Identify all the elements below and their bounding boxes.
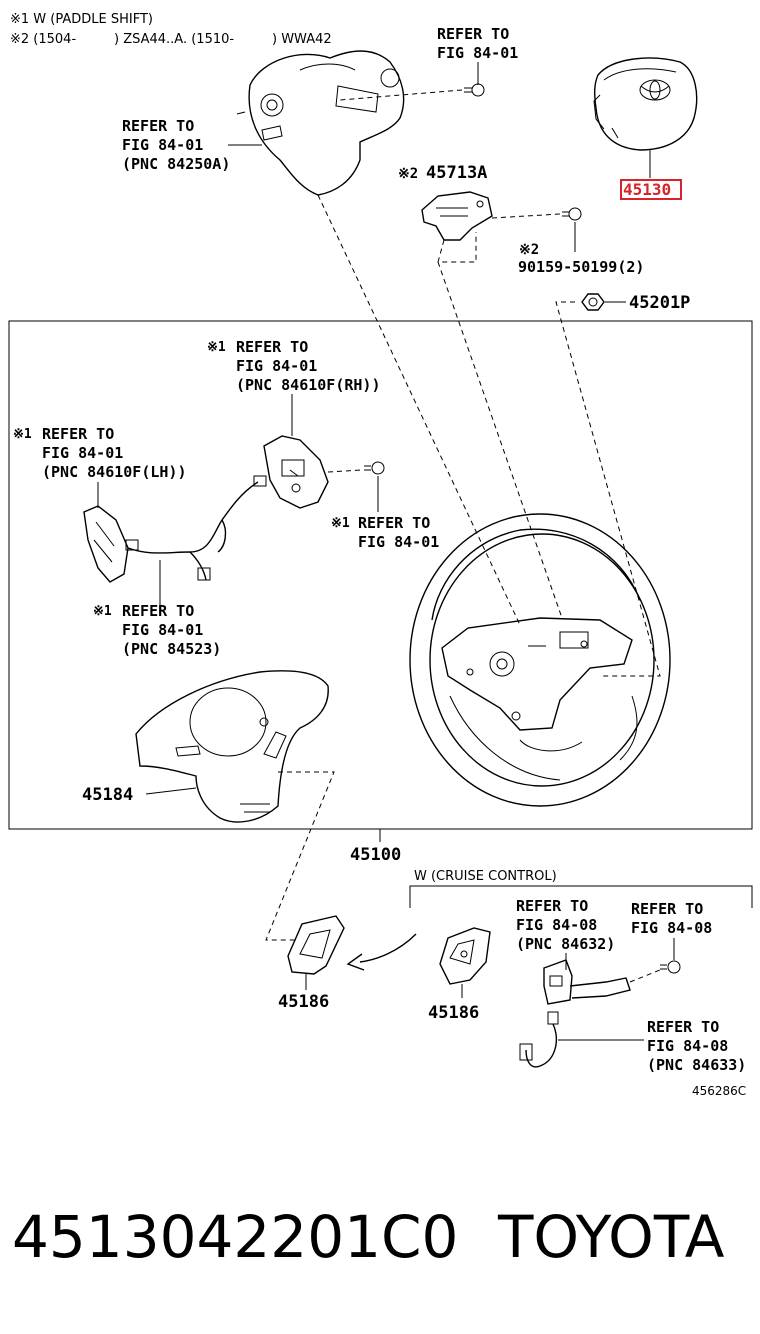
part-label-45186-left[interactable]: 45186 bbox=[278, 992, 329, 1012]
ref-cruise-2-line1: REFER TO bbox=[631, 900, 703, 918]
ref-cruise-1-line2: FIG 84-08 bbox=[516, 916, 597, 934]
cruise-switch-drawing bbox=[543, 959, 631, 1005]
mark-lh-switch: ※1 bbox=[13, 427, 32, 442]
ref-cruise-1-line3: (PNC 84632) bbox=[516, 935, 615, 953]
footer-brand: TOYOTA bbox=[497, 1203, 725, 1271]
ref-pad-line2: FIG 84-01 bbox=[122, 136, 203, 154]
wire-harness-drawing bbox=[125, 475, 267, 581]
airbag-assembly-drawing bbox=[593, 57, 698, 151]
ref-lh-switch-line3: (PNC 84610F(LH)) bbox=[42, 463, 187, 481]
ref-lh-switch-line2: FIG 84-01 bbox=[42, 444, 123, 462]
rh-switch-drawing bbox=[263, 435, 329, 509]
part-label-45186-right[interactable]: 45186 bbox=[428, 1003, 479, 1023]
ref-lh-switch-line1: REFER TO bbox=[42, 425, 114, 443]
ref-harness-line1: REFER TO bbox=[122, 602, 194, 620]
ref-rh-switch-line2: FIG 84-01 bbox=[236, 357, 317, 375]
steering-wheel-drawing bbox=[409, 513, 671, 807]
screw-icon bbox=[364, 461, 385, 475]
screw-icon bbox=[660, 960, 681, 974]
cover-45186-left-drawing bbox=[287, 915, 345, 975]
ref-bolt-line2: FIG 84-01 bbox=[358, 533, 439, 551]
footer-part-number: 4513042201C0 bbox=[12, 1203, 458, 1271]
ref-rh-switch-line1: REFER TO bbox=[236, 338, 308, 356]
part-label-45130[interactable]: 45130 bbox=[623, 180, 671, 199]
part-label-45100[interactable]: 45100 bbox=[350, 845, 401, 865]
ref-harness-line2: FIG 84-01 bbox=[122, 621, 203, 639]
arrow-icon bbox=[346, 933, 417, 971]
ref-cruise-3-line1: REFER TO bbox=[647, 1018, 719, 1036]
figure-code: 456286C bbox=[692, 1084, 746, 1098]
steering-pad-cover-drawing bbox=[236, 50, 405, 196]
ref-cruise-3-line3: (PNC 84633) bbox=[647, 1056, 746, 1074]
note-paddle-shift: ※1 W (PADDLE SHIFT) bbox=[10, 12, 153, 27]
part-label-90159[interactable]: 90159-50199(2) bbox=[518, 258, 644, 276]
mark-rh-switch: ※1 bbox=[207, 340, 226, 355]
bracket-45713a-drawing bbox=[421, 191, 493, 241]
ref-pad-line3: (PNC 84250A) bbox=[122, 155, 230, 173]
cruise-control-label: W (CRUISE CONTROL) bbox=[414, 869, 557, 884]
ref-harness-line3: (PNC 84523) bbox=[122, 640, 221, 658]
lower-cover-45184-drawing bbox=[135, 670, 329, 823]
ref-top-center-line2: FIG 84-01 bbox=[437, 44, 518, 62]
note-model-range-a: ※2 (1504- bbox=[10, 32, 76, 47]
ref-cruise-3-line2: FIG 84-08 bbox=[647, 1037, 728, 1055]
note-model-range-b: ) ZSA44..A. (1510- bbox=[114, 32, 234, 47]
highlight-box-45130 bbox=[620, 179, 682, 200]
mark-90159: ※2 bbox=[519, 242, 539, 258]
ref-bolt-line1: REFER TO bbox=[358, 514, 430, 532]
ref-pad-line1: REFER TO bbox=[122, 117, 194, 135]
part-label-45184[interactable]: 45184 bbox=[82, 785, 133, 805]
screw-icon bbox=[464, 83, 485, 97]
part-label-45713a[interactable]: 45713A bbox=[426, 163, 487, 183]
mark-harness: ※1 bbox=[93, 604, 112, 619]
screw-icon bbox=[562, 207, 582, 221]
part-label-45201p[interactable]: 45201P bbox=[629, 293, 690, 313]
cover-45186-right-drawing bbox=[439, 927, 491, 985]
note-model-range-c: ) WWA42 bbox=[272, 32, 332, 47]
ref-cruise-1-line1: REFER TO bbox=[516, 897, 588, 915]
ref-cruise-2-line2: FIG 84-08 bbox=[631, 919, 712, 937]
ref-rh-switch-line3: (PNC 84610F(RH)) bbox=[236, 376, 381, 394]
nut-icon bbox=[581, 293, 605, 311]
mark-45713a: ※2 bbox=[398, 166, 418, 182]
cruise-wire-drawing bbox=[519, 1011, 559, 1068]
lh-switch-drawing bbox=[83, 505, 129, 583]
ref-top-center-line1: REFER TO bbox=[437, 25, 509, 43]
mark-bolt-ref: ※1 bbox=[331, 516, 350, 531]
